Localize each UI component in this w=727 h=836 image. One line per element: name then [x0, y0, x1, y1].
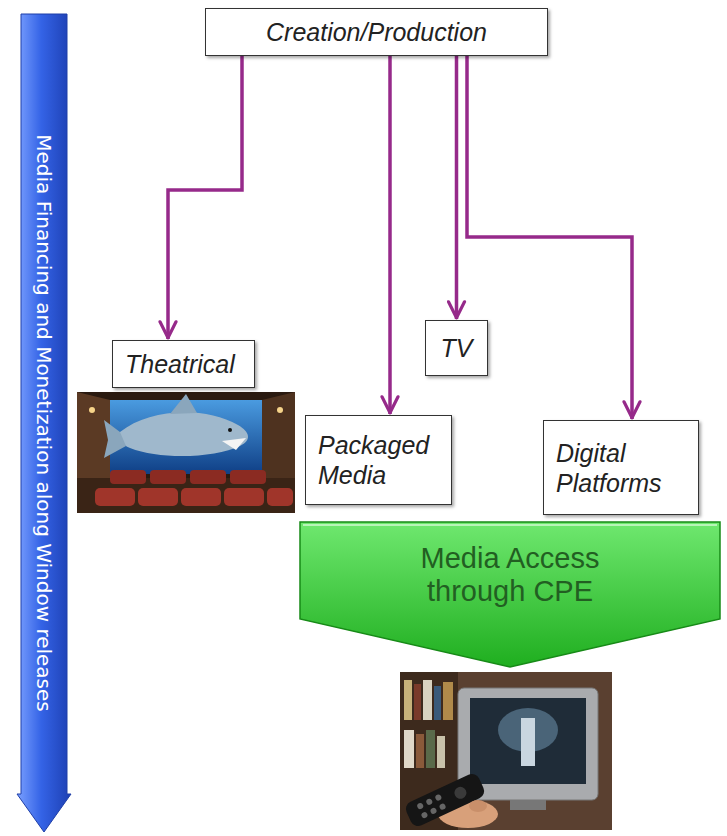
- tv-stand: [510, 800, 546, 810]
- shark-mouth: [222, 438, 246, 450]
- book: [423, 680, 432, 720]
- seat: [230, 470, 266, 484]
- box-label: TV: [441, 333, 473, 363]
- box-label: Theatrical: [125, 349, 235, 379]
- wall-light: [89, 407, 95, 413]
- thumb: [469, 800, 487, 812]
- tv-remote-picture: [400, 672, 612, 830]
- access-arrow-outline: [300, 522, 720, 667]
- book: [443, 682, 453, 720]
- seat: [181, 488, 221, 506]
- book: [437, 736, 445, 768]
- remote-button: [439, 803, 447, 811]
- remote-button: [416, 802, 424, 810]
- band-label: Media Financing and Monetization along W…: [32, 134, 56, 712]
- remote-control: [403, 771, 486, 828]
- room-background: [400, 672, 612, 830]
- flow-connector: [168, 56, 242, 339]
- room-background: [77, 392, 295, 513]
- book: [434, 686, 441, 720]
- book: [426, 730, 435, 768]
- window-box: Theatrical: [112, 340, 255, 388]
- book: [414, 684, 421, 720]
- remote-pad: [452, 785, 468, 801]
- box-label: Digital Platforms: [556, 438, 686, 498]
- shark-fin: [170, 394, 197, 414]
- flow-connector: [467, 56, 632, 419]
- box-label: Creation/Production: [266, 17, 487, 47]
- book: [416, 734, 424, 768]
- flow-connector: [388, 56, 392, 414]
- seat: [110, 470, 146, 484]
- remote-button: [430, 807, 438, 815]
- remote-body: [403, 771, 486, 828]
- shark-body: [119, 412, 248, 456]
- window-box: TV: [425, 320, 488, 376]
- seat: [190, 470, 226, 484]
- bevel-highlight: [303, 524, 717, 526]
- shark-eye: [228, 428, 232, 432]
- band-outline: [17, 14, 71, 832]
- remote-button: [425, 798, 433, 806]
- tv-screen: [470, 698, 586, 784]
- window-box: Digital Platforms: [543, 420, 699, 515]
- seat: [150, 470, 186, 484]
- arrow-label: Media Access through CPE: [385, 542, 635, 609]
- remote-button: [434, 794, 442, 802]
- seat: [95, 488, 135, 506]
- book: [404, 680, 412, 720]
- seat: [267, 488, 293, 506]
- seat: [224, 488, 264, 506]
- seat: [138, 488, 178, 506]
- window-box: Packaged Media: [305, 415, 452, 505]
- screen-figure: [521, 718, 535, 766]
- wall-light: [277, 407, 283, 413]
- window-band-arrow: Media Financing and Monetization along W…: [17, 14, 71, 832]
- box-label: Packaged Media: [318, 430, 439, 490]
- access-arrow: Media Access through CPE: [300, 522, 720, 667]
- book: [404, 730, 414, 768]
- source-box: Creation/Production: [205, 8, 548, 56]
- home-theater-picture: [77, 392, 295, 513]
- shark-tail: [104, 420, 126, 458]
- remote-button: [420, 811, 428, 819]
- flow-connector: [455, 56, 459, 319]
